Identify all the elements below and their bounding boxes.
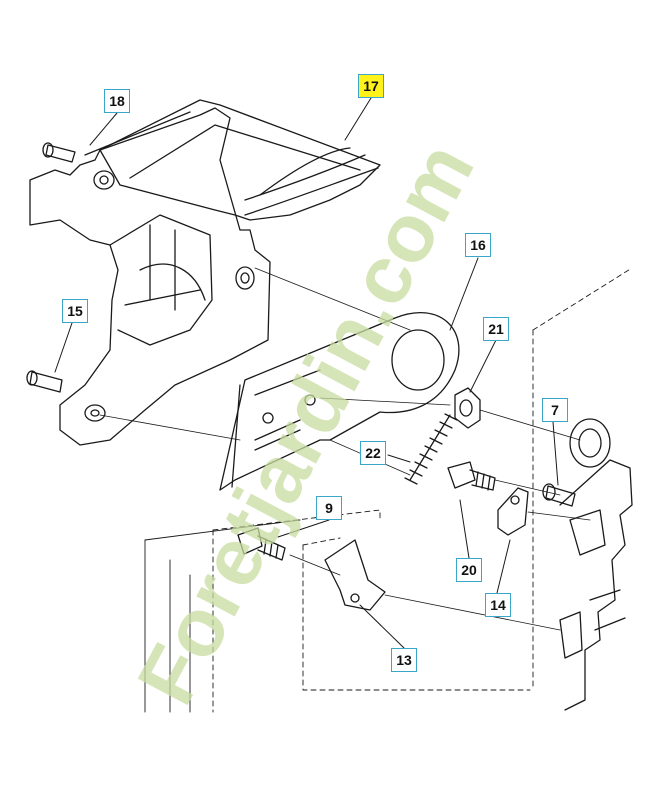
guide-plate-16 bbox=[219, 312, 460, 491]
callout-15: 15 bbox=[62, 299, 88, 323]
callout-label: 16 bbox=[470, 237, 486, 253]
callout-label: 21 bbox=[488, 321, 504, 337]
washer-7 bbox=[569, 418, 611, 468]
callout-label: 22 bbox=[365, 445, 381, 461]
callout-label: 13 bbox=[396, 652, 412, 668]
callout-18: 18 bbox=[104, 89, 130, 113]
frame-lines bbox=[144, 519, 301, 713]
nut-21 bbox=[454, 387, 481, 429]
cover-part-17 bbox=[84, 99, 381, 221]
callout-7: 7 bbox=[542, 398, 568, 422]
screw-9 bbox=[237, 527, 286, 561]
callout-label: 20 bbox=[461, 562, 477, 578]
callout-label: 14 bbox=[490, 597, 506, 613]
engine-block bbox=[559, 459, 633, 711]
pin-7 bbox=[542, 483, 576, 507]
screw-20 bbox=[447, 461, 496, 491]
pin-15 bbox=[26, 370, 63, 393]
housing-part bbox=[29, 107, 271, 446]
callout-17: 17 bbox=[358, 74, 384, 98]
callout-13: 13 bbox=[391, 648, 417, 672]
callout-14: 14 bbox=[485, 593, 511, 617]
bracket-13 bbox=[324, 539, 386, 611]
callout-20: 20 bbox=[456, 558, 482, 582]
callout-label: 17 bbox=[363, 78, 379, 94]
callout-label: 9 bbox=[325, 500, 333, 516]
callout-21: 21 bbox=[483, 317, 509, 341]
callout-label: 15 bbox=[67, 303, 83, 319]
alignment-lines bbox=[99, 267, 591, 631]
leader-lines bbox=[54, 97, 559, 649]
pin-18 bbox=[42, 142, 76, 163]
spring-22 bbox=[404, 413, 458, 485]
tab-14 bbox=[497, 487, 529, 536]
callout-16: 16 bbox=[465, 233, 491, 257]
dashed-boxes bbox=[212, 267, 633, 713]
callout-label: 7 bbox=[551, 402, 559, 418]
callout-9: 9 bbox=[316, 496, 342, 520]
callout-22: 22 bbox=[360, 441, 386, 465]
callout-label: 18 bbox=[109, 93, 125, 109]
